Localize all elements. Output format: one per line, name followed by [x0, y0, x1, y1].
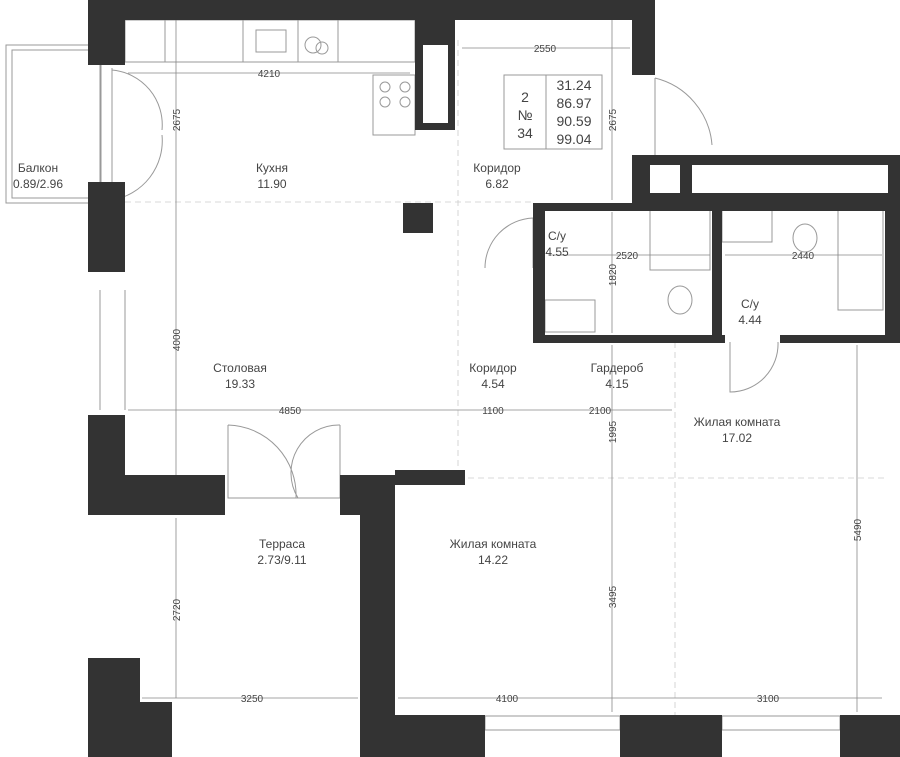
- dimension-label: 4850: [279, 406, 302, 417]
- dimension-label: 3250: [241, 694, 264, 705]
- info-box: 2 № 34 31.24 86.97 90.59 99.04: [503, 74, 603, 150]
- room-area-corridor: 6.82: [485, 177, 509, 191]
- room-area-corridor: 4.54: [481, 377, 505, 391]
- area-value: 99.04: [556, 131, 591, 147]
- room-area-balcony: 0.89/2.96: [13, 177, 63, 191]
- dimension-label: 2675: [172, 108, 183, 131]
- room-name-terrace: Терраса: [259, 537, 305, 551]
- dimension-label: 2550: [534, 44, 557, 55]
- dimension-label: 1995: [608, 420, 619, 443]
- room-name-balcony: Балкон: [18, 161, 58, 175]
- apartment-number: 34: [517, 125, 533, 141]
- dashed-zone-lines: [125, 40, 885, 715]
- room-labels: Балкон 0.89/2.96 Кухня 11.90 Коридор 6.8…: [13, 161, 781, 567]
- dimension-label: 5490: [853, 518, 864, 541]
- room-name-bathroom: С/у: [548, 229, 566, 243]
- room-area-bathroom: 4.55: [545, 245, 569, 259]
- rooms-count: 2: [521, 89, 529, 105]
- room-name-kitchen: Кухня: [256, 161, 288, 175]
- room-area-kitchen: 11.90: [257, 177, 286, 191]
- room-name-living: Жилая комната: [450, 537, 537, 551]
- number-sign: №: [517, 107, 532, 123]
- room-area-terrace: 2.73/9.11: [257, 553, 306, 567]
- room-name-corridor: Коридор: [469, 361, 517, 375]
- dimension-label: 2520: [616, 251, 639, 262]
- room-name-living: Жилая комната: [694, 415, 781, 429]
- dimension-label: 3495: [608, 585, 619, 608]
- dimension-label: 2675: [608, 108, 619, 131]
- room-area-dining: 19.33: [225, 377, 255, 391]
- dimension-label: 2720: [172, 598, 183, 621]
- area-value: 90.59: [556, 113, 591, 129]
- dimension-labels: 4210 2675 2550 2675 2520 1820 2440 4000 …: [172, 44, 864, 705]
- dimension-label: 3100: [757, 694, 780, 705]
- room-name-wardrobe: Гардероб: [591, 361, 644, 375]
- room-area-bathroom: 4.44: [738, 313, 762, 327]
- dimension-label: 1820: [608, 263, 619, 286]
- room-area-living: 14.22: [478, 553, 508, 567]
- area-value: 31.24: [556, 77, 591, 93]
- dimension-lines: [128, 20, 882, 712]
- room-area-wardrobe: 4.15: [605, 377, 629, 391]
- dimension-label: 2440: [792, 251, 815, 262]
- dimension-label: 4210: [258, 69, 281, 80]
- area-value: 86.97: [556, 95, 591, 111]
- room-area-living: 17.02: [722, 431, 752, 445]
- dimension-label: 4000: [172, 328, 183, 351]
- room-name-corridor: Коридор: [473, 161, 521, 175]
- walls: [88, 0, 900, 757]
- room-name-dining: Столовая: [213, 361, 267, 375]
- dimension-label: 4100: [496, 694, 519, 705]
- dimension-label: 2100: [589, 406, 612, 417]
- room-name-bathroom: С/у: [741, 297, 759, 311]
- dimension-label: 1100: [482, 406, 504, 417]
